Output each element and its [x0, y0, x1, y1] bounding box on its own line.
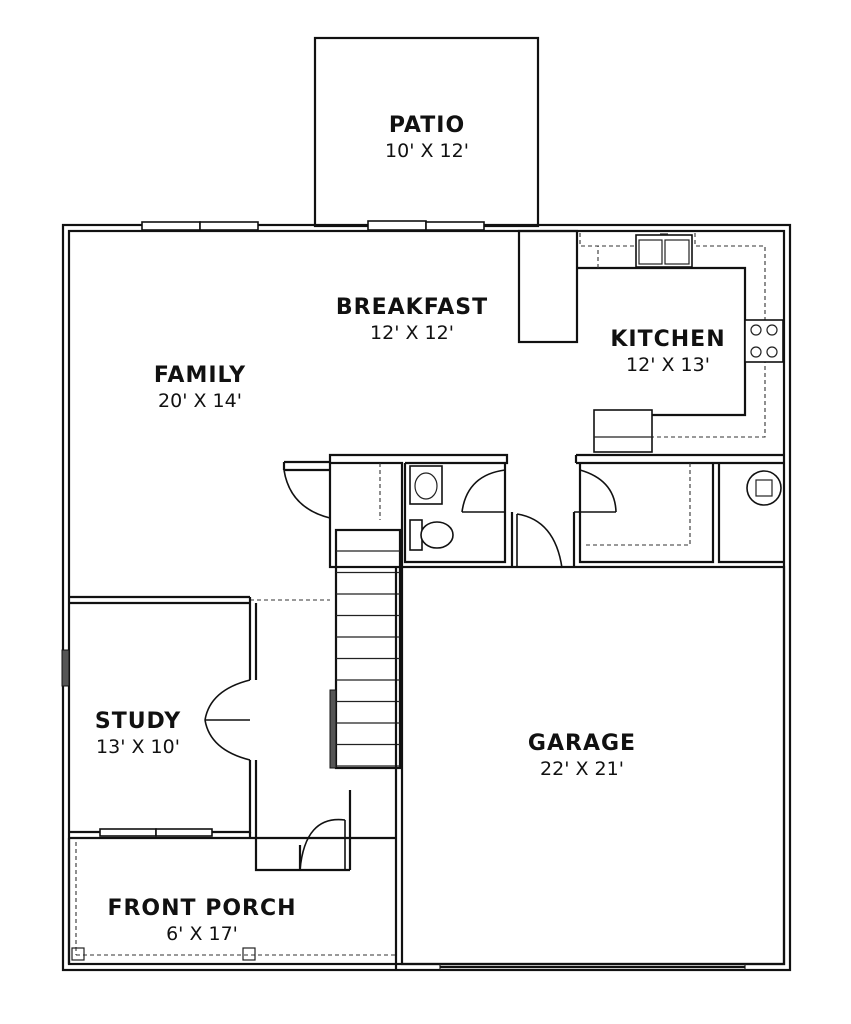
garage-dims: 22' X 21' [540, 758, 624, 780]
front-porch-label: FRONT PORCH [107, 896, 296, 921]
family-label: FAMILY [154, 363, 246, 388]
front-door [298, 790, 352, 871]
water-heater [746, 470, 782, 506]
range-stove [744, 319, 784, 363]
breakfast-label: BREAKFAST [336, 295, 488, 320]
patio-label: PATIO [389, 113, 465, 138]
study-label: STUDY [95, 709, 181, 734]
study-front-windows [99, 828, 213, 837]
interior-doors [283, 469, 617, 569]
refrigerator [593, 409, 653, 453]
patio-dims: 10' X 12' [385, 140, 469, 162]
study-dims: 13' X 10' [96, 736, 180, 758]
front-porch-dims: 6' X 17' [166, 923, 238, 945]
kitchen-sink [635, 233, 693, 268]
staircase [329, 528, 402, 770]
front-porch [67, 836, 396, 964]
powder-room-fixtures [409, 465, 454, 551]
kitchen-label: KITCHEN [610, 327, 725, 352]
study-window [61, 649, 70, 687]
kitchen-dims: 12' X 13' [626, 354, 710, 376]
breakfast-dims: 12' X 12' [370, 322, 454, 344]
study-double-door [204, 679, 251, 761]
rear-windows [141, 220, 485, 231]
family-dims: 20' X 14' [158, 390, 242, 412]
garage-walls [394, 565, 786, 970]
interior-walls [282, 453, 784, 569]
garage-label: GARAGE [528, 731, 636, 756]
